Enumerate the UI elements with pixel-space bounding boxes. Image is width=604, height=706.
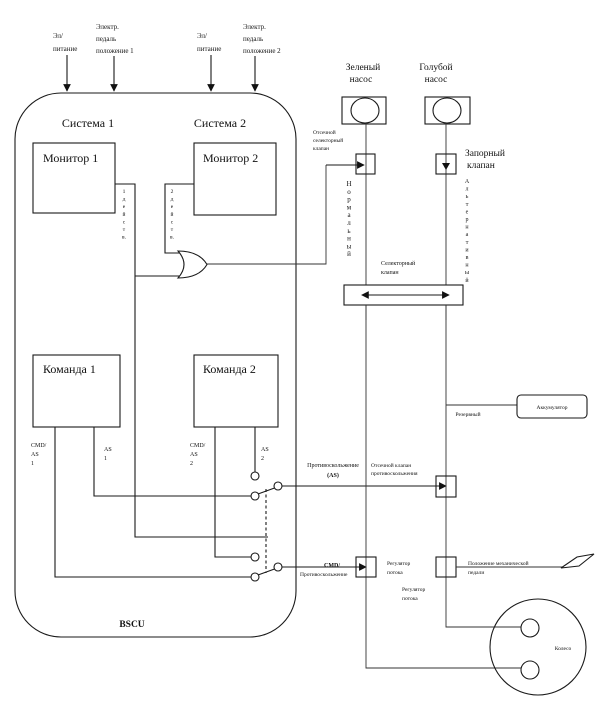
as-2-label: 2 [261, 456, 264, 462]
switch-contact [250, 491, 260, 501]
command-2-block [193, 354, 279, 428]
command-1-label: Команда 1 [43, 362, 96, 376]
monitor-1-valid-wire [115, 183, 268, 538]
green-meter-valve-label: потока [387, 570, 403, 576]
blue-pump-icon [424, 96, 471, 125]
shutoff-selector-valve-label: Отсечной [313, 129, 336, 136]
monitor-2-block [193, 142, 277, 216]
isolation-valve-icon [435, 153, 457, 175]
isolation-valve-arrow-icon [442, 163, 450, 170]
blue-meter-valve-label: Регулятор [402, 587, 426, 593]
mechanical-pedal-position-label: Положение механической [468, 560, 529, 567]
monitor-2-label: Монитор 2 [203, 151, 258, 165]
blue-pump-circle [432, 97, 462, 124]
cmd-as-1-label: AS [31, 452, 39, 458]
input-label: питание [53, 45, 77, 53]
input-label: положение 2 [243, 47, 281, 55]
antiskid-shutoff-valve-label: противоскольжения [371, 471, 418, 477]
cmd-as-2-label: CMD/ [190, 443, 206, 449]
switch-contact [250, 552, 260, 562]
input-label: Электр. [96, 23, 119, 31]
antiskid-shutoff-valve-icon [435, 475, 457, 498]
blue-meter-valve-label: потока [402, 596, 418, 602]
input-label: положение 1 [96, 47, 134, 55]
isolation-valve-label: Запорный [465, 148, 505, 159]
input-label: Электр. [243, 23, 266, 31]
as-switch-icon [250, 471, 283, 501]
input-label: питание [197, 45, 221, 53]
green-pump-label: Зеленый [346, 62, 380, 73]
cmd-as-2-label: AS [190, 452, 198, 458]
monitor-1-block [32, 142, 116, 214]
system-1-label: Система 1 [62, 116, 114, 130]
selector-valve-label: Селекторный [381, 260, 416, 267]
blue-alternate-line [445, 123, 521, 628]
shutoff-selector-valve-label: клапан [313, 146, 329, 152]
green-pump-circle [350, 97, 380, 124]
switch-contact [273, 481, 283, 491]
shutoff-selector-valve-label: селекторный [313, 137, 343, 144]
command-1-block [32, 354, 121, 428]
input-power-1: Эл/ питание [53, 32, 77, 92]
input-power-2: Эл/ питание [197, 32, 221, 92]
green-pump-label: насос [350, 75, 373, 85]
bscu-enclosure [14, 92, 297, 638]
command-2-label: Команда 2 [203, 362, 256, 376]
shutoff-selector-valve-icon [355, 153, 376, 175]
reserve-label: Резервный [455, 411, 480, 418]
input-pedal-position-2: Электр. педаль положение 2 [243, 23, 281, 92]
switch-contact [250, 572, 260, 582]
input-label: педаль [243, 35, 263, 43]
wheel-label: Колесо [555, 646, 572, 652]
bscu-label: BSCU [119, 620, 144, 630]
cmd-as-2-label: 2 [190, 461, 193, 467]
green-meter-valve-label: Регулятор [387, 561, 411, 567]
or-gate-output-wire [207, 165, 327, 265]
brake-pedal-icon [560, 553, 595, 569]
monitor-2-valid-wire [164, 183, 194, 254]
switch-contact [273, 562, 283, 572]
system-2-label: Система 2 [194, 116, 246, 130]
wheel-icon [489, 598, 587, 696]
switch-contact [250, 471, 260, 481]
antiskid-label: (AS) [327, 472, 339, 479]
isolation-valve-label: клапан [467, 161, 495, 171]
cmd-as-2-wire [214, 427, 251, 558]
monitor-1-label: Монитор 1 [43, 151, 98, 165]
cmd-antiskid-label: Противоскольжение [300, 572, 348, 578]
input-label: педаль [96, 35, 116, 43]
as-1-label: 1 [104, 456, 107, 462]
as-1-label: AS [104, 447, 112, 453]
selector-valve-label: клапан [381, 270, 399, 276]
antiskid-label: Противоскольжение [307, 463, 359, 469]
green-normal-line [365, 123, 521, 669]
as-1-wire [93, 427, 251, 497]
blue-pump-label: насос [425, 75, 448, 85]
cmd-as-1-label: CMD/ [31, 443, 47, 449]
input-label: Эл/ [197, 32, 207, 40]
green-meter-valve-icon [355, 556, 377, 578]
accumulator-label: Аккумулятор [536, 405, 567, 411]
cmd-antiskid-label: CMD/ [324, 563, 340, 569]
blue-pump-label: Голубой [419, 62, 452, 73]
antiskid-shutoff-valve-label: Отсечной клапан [371, 462, 411, 469]
input-label: Эл/ [53, 32, 63, 40]
brake-cylinder-bottom [520, 660, 540, 680]
wheel-circle [489, 598, 587, 696]
green-pump-icon [341, 96, 387, 125]
accumulator-block [516, 394, 588, 419]
cmd-as-1-wire [54, 427, 251, 578]
input-pedal-position-1: Электр. педаль положение 1 [96, 23, 134, 92]
or-gate-icon [176, 250, 208, 279]
brake-cylinder-top [520, 618, 540, 638]
as-2-label: AS [261, 447, 269, 453]
cmd-as-1-label: 1 [31, 461, 34, 467]
mechanical-pedal-position-label: педали [468, 570, 484, 576]
